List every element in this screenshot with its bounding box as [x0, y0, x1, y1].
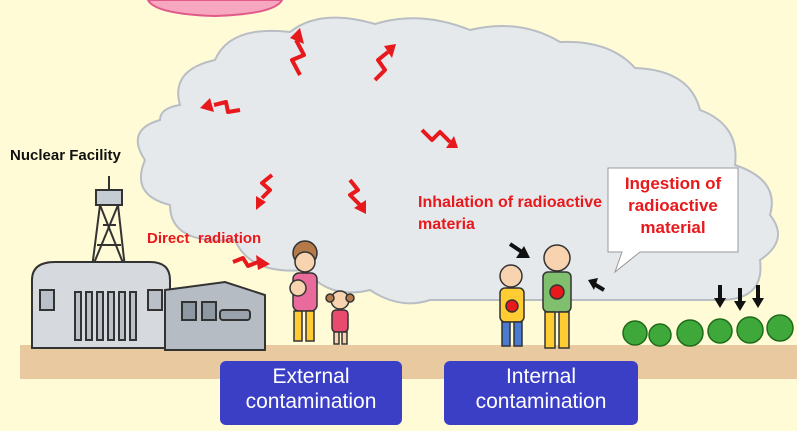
man-figure — [542, 244, 572, 349]
mother-figure — [289, 240, 318, 342]
direct-radiation-label: Direct radiation — [147, 230, 262, 247]
ingestion-label: Ingestion of radioactive material — [624, 174, 722, 237]
facility-buildings — [31, 261, 266, 351]
boy-figure — [499, 264, 525, 347]
girl-figure — [325, 290, 355, 345]
facility-tower — [90, 176, 127, 269]
ingestion-bubble — [607, 167, 739, 274]
black-arrows — [508, 242, 764, 311]
nuclear-facility-label: Nuclear Facility — [10, 147, 121, 164]
ground-strip — [20, 345, 797, 379]
top-oval — [146, 0, 284, 18]
vegetables — [622, 314, 794, 347]
inhalation-label: Inhalation of radioactive materia — [418, 194, 603, 233]
external-contamination-box: External contamination — [220, 361, 402, 425]
radiation-arrows — [200, 28, 458, 270]
internal-contamination-box: Internal contamination — [444, 361, 638, 425]
